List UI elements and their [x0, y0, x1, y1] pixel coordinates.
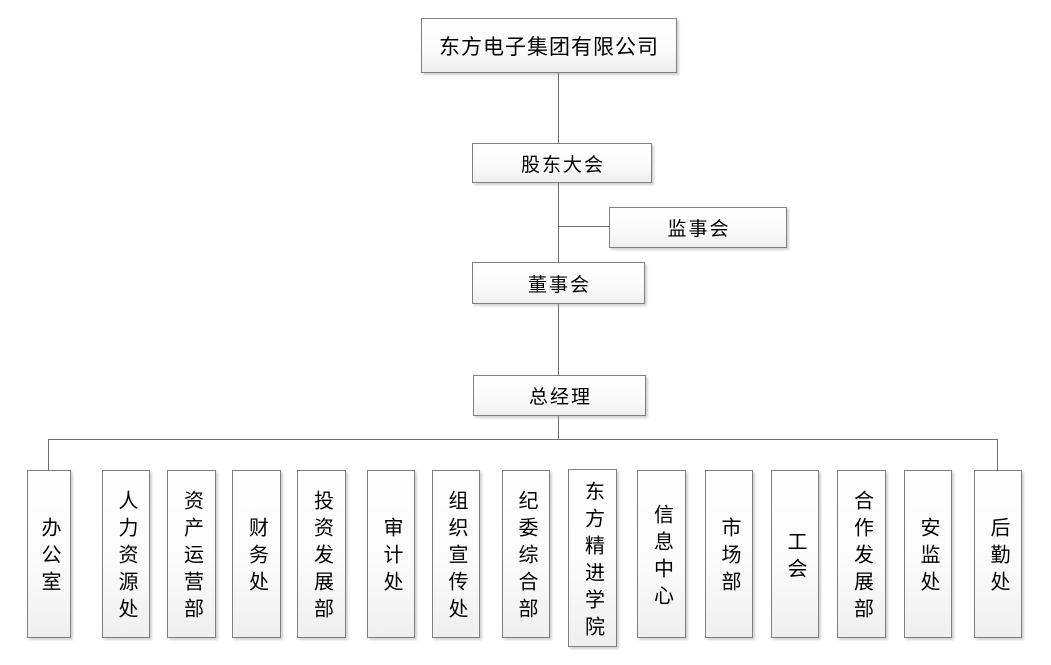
node-dept-asset-operation: 资产运营部 [167, 470, 216, 638]
connector-shareholders-to-board [558, 183, 559, 263]
connector-department-bus [48, 439, 997, 440]
node-dept-finance: 财务处 [232, 470, 281, 638]
node-company-label: 东方电子集团有限公司 [439, 34, 659, 59]
node-dept-discipline-inspection-label: 纪委综合部 [515, 490, 537, 625]
node-dept-labor-union-label: 工会 [784, 530, 806, 585]
node-dept-safety-supervision: 安监处 [904, 470, 952, 638]
node-dept-jingjin-academy-label: 东方精进学院 [581, 480, 604, 643]
connector-branch-supervisory [558, 226, 609, 227]
node-dept-information-center: 信息中心 [637, 470, 686, 638]
node-dept-audit: 审计处 [367, 470, 415, 638]
node-board-of-directors: 董事会 [472, 262, 645, 304]
node-dept-information-center-label: 信息中心 [650, 503, 673, 612]
node-dept-organization-publicity: 组织宣传处 [432, 470, 480, 638]
node-general-manager: 总经理 [473, 375, 646, 416]
node-dept-organization-publicity-label: 组织宣传处 [445, 490, 467, 625]
node-supervisory-board: 监事会 [609, 207, 787, 248]
node-supervisory-board-label: 监事会 [667, 219, 731, 240]
node-dept-marketing: 市场部 [705, 470, 753, 638]
connector-gm-to-bus [558, 416, 559, 439]
node-dept-logistics-label: 后勤处 [987, 517, 1009, 598]
node-dept-labor-union: 工会 [771, 470, 819, 638]
node-dept-human-resources: 人力资源处 [102, 470, 150, 638]
node-dept-jingjin-academy: 东方精进学院 [568, 469, 617, 647]
node-dept-marketing-label: 市场部 [718, 517, 740, 598]
node-dept-investment-development-label: 投资发展部 [310, 490, 333, 625]
node-dept-discipline-inspection: 纪委综合部 [502, 470, 550, 638]
node-dept-safety-supervision-label: 安监处 [917, 517, 939, 598]
node-dept-office: 办公室 [27, 470, 71, 638]
node-dept-investment-development: 投资发展部 [297, 470, 346, 638]
node-dept-cooperation-development: 合作发展部 [837, 470, 886, 638]
connector-bus-to-last-dept [997, 439, 998, 473]
node-dept-audit-label: 审计处 [380, 517, 402, 598]
node-dept-human-resources-label: 人力资源处 [115, 490, 137, 625]
node-shareholders-meeting-label: 股东大会 [520, 154, 605, 176]
connector-company-to-shareholders [558, 73, 559, 143]
node-shareholders-meeting: 股东大会 [472, 143, 652, 183]
node-dept-asset-operation-label: 资产运营部 [180, 490, 203, 625]
node-board-of-directors-label: 董事会 [527, 274, 591, 296]
node-dept-cooperation-development-label: 合作发展部 [850, 490, 873, 625]
node-company: 东方电子集团有限公司 [421, 18, 677, 73]
connector-board-to-gm [558, 304, 559, 375]
connector-bus-to-first-dept [48, 439, 49, 470]
node-dept-logistics: 后勤处 [974, 470, 1022, 638]
node-dept-office-label: 办公室 [38, 517, 60, 598]
node-dept-finance-label: 财务处 [245, 517, 268, 598]
node-general-manager-label: 总经理 [528, 387, 592, 408]
